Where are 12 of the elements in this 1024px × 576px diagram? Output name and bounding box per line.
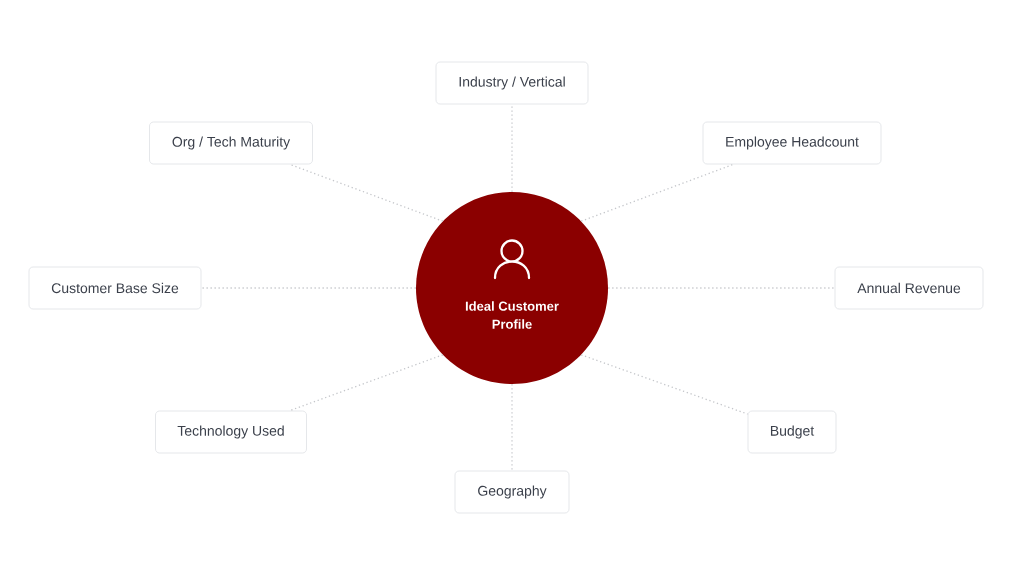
label-box: Budget bbox=[747, 410, 837, 454]
label-box: Employee Headcount bbox=[702, 121, 882, 165]
label-box: Technology Used bbox=[155, 410, 307, 454]
label-box: Annual Revenue bbox=[834, 266, 984, 310]
connector-line bbox=[580, 163, 734, 222]
label-box: Industry / Vertical bbox=[435, 61, 589, 105]
connector-line bbox=[580, 354, 749, 415]
label-box: Geography bbox=[454, 470, 570, 514]
connector-line bbox=[289, 163, 444, 222]
label-box: Customer Base Size bbox=[28, 266, 202, 310]
connector-line bbox=[289, 354, 444, 412]
label-box: Org / Tech Maturity bbox=[149, 121, 313, 165]
